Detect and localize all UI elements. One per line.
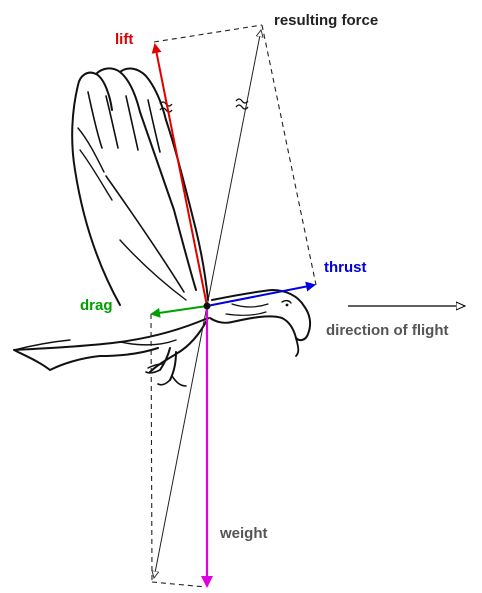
lift-label: lift <box>115 31 133 48</box>
resulting-force-label: resulting force <box>274 12 378 29</box>
thrust-arrow <box>207 285 314 306</box>
weight-label: weight <box>219 525 268 542</box>
center-of-gravity-dot <box>204 303 211 310</box>
thrust-label: thrust <box>324 259 367 276</box>
eagle-outline-icon <box>14 68 310 386</box>
break-marks <box>160 99 248 112</box>
force-parallelogram-lines <box>151 25 316 587</box>
drag-arrow <box>152 306 207 314</box>
direction-of-flight-label: direction of flight <box>326 322 448 339</box>
drag-label: drag <box>80 297 113 314</box>
